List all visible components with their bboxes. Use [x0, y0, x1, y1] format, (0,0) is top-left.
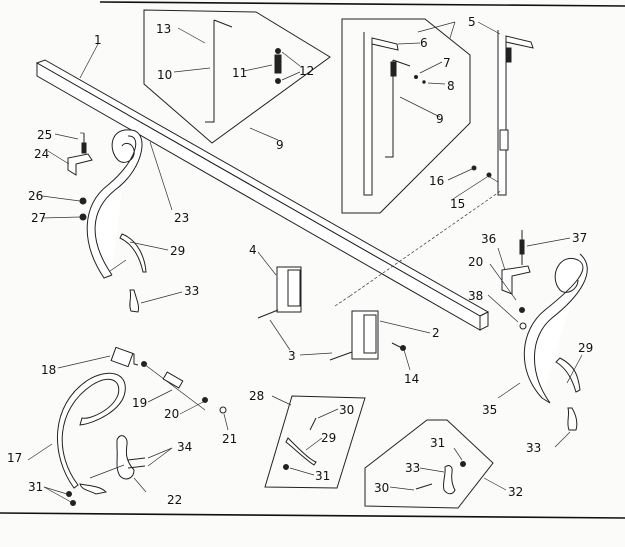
- square-tube-bar: [35, 59, 490, 331]
- bottom-border: [0, 512, 625, 519]
- label-1: 1: [94, 33, 102, 47]
- label-10: 10: [157, 68, 172, 82]
- label-26: 26: [28, 189, 43, 203]
- label-29-right: 29: [578, 341, 593, 355]
- leader-3: [269, 319, 291, 351]
- label-9-panel: 9: [276, 138, 284, 152]
- label-7: 7: [443, 56, 451, 70]
- label-23: 23: [174, 211, 189, 225]
- label-33-left: 33: [184, 284, 199, 298]
- label-14: 14: [404, 372, 419, 386]
- label-32: 32: [508, 485, 523, 499]
- label-4: 4: [249, 243, 257, 257]
- label-2: 2: [432, 326, 440, 340]
- label-5: 5: [468, 15, 476, 29]
- shank-left: [41, 129, 183, 313]
- label-36: 36: [481, 232, 496, 246]
- label-31-panel32: 31: [430, 436, 445, 450]
- label-18: 18: [41, 363, 56, 377]
- label-27: 27: [31, 211, 46, 225]
- label-24: 24: [34, 147, 49, 161]
- panel-28: [264, 395, 366, 489]
- clamp-4: [257, 251, 302, 319]
- label-31-panel28: 31: [315, 469, 330, 483]
- top-border: [99, 1, 625, 7]
- label-16: 16: [429, 174, 444, 188]
- part-labels: 1 2 3 4 5 6 7 8 9 9 10 11 12 13 14 15 16…: [7, 15, 593, 507]
- panel-5: [341, 18, 471, 214]
- label-15: 15: [450, 197, 465, 211]
- label-19: 19: [132, 396, 147, 410]
- label-25: 25: [37, 128, 52, 142]
- label-12: 12: [299, 64, 314, 78]
- label-28: 28: [249, 389, 264, 403]
- label-20-sweep: 20: [164, 407, 179, 421]
- label-17: 17: [7, 451, 22, 465]
- label-31-sweep: 31: [28, 480, 43, 494]
- shank-right: [497, 253, 588, 448]
- leader-1: [79, 43, 99, 79]
- label-29-panel: 29: [321, 431, 336, 445]
- spring: [274, 54, 282, 74]
- label-20-clamp: 20: [468, 255, 483, 269]
- label-11: 11: [232, 66, 247, 80]
- sweep-assembly: [27, 346, 229, 506]
- standard-right: [447, 21, 534, 200]
- panel-9: [143, 9, 331, 144]
- clamp-2: [329, 310, 431, 371]
- assembly-guide: [349, 189, 503, 297]
- clamp-36: [487, 230, 571, 330]
- label-9-rod: 9: [436, 112, 444, 126]
- label-35: 35: [482, 403, 497, 417]
- label-13: 13: [156, 22, 171, 36]
- label-21: 21: [222, 432, 237, 446]
- label-6: 6: [420, 36, 428, 50]
- label-33-right: 33: [526, 441, 541, 455]
- label-30-panel32: 30: [374, 481, 389, 495]
- label-22: 22: [167, 493, 182, 507]
- label-8: 8: [447, 79, 455, 93]
- label-3: 3: [288, 349, 296, 363]
- standard-left: [363, 32, 399, 196]
- label-34: 34: [177, 440, 192, 454]
- label-29-left: 29: [170, 244, 185, 258]
- panel-32: [364, 419, 507, 509]
- label-38: 38: [468, 289, 483, 303]
- label-33-panel32: 33: [405, 461, 420, 475]
- hook-rod: [205, 19, 233, 123]
- label-30-panel28: 30: [339, 403, 354, 417]
- label-37: 37: [572, 231, 587, 245]
